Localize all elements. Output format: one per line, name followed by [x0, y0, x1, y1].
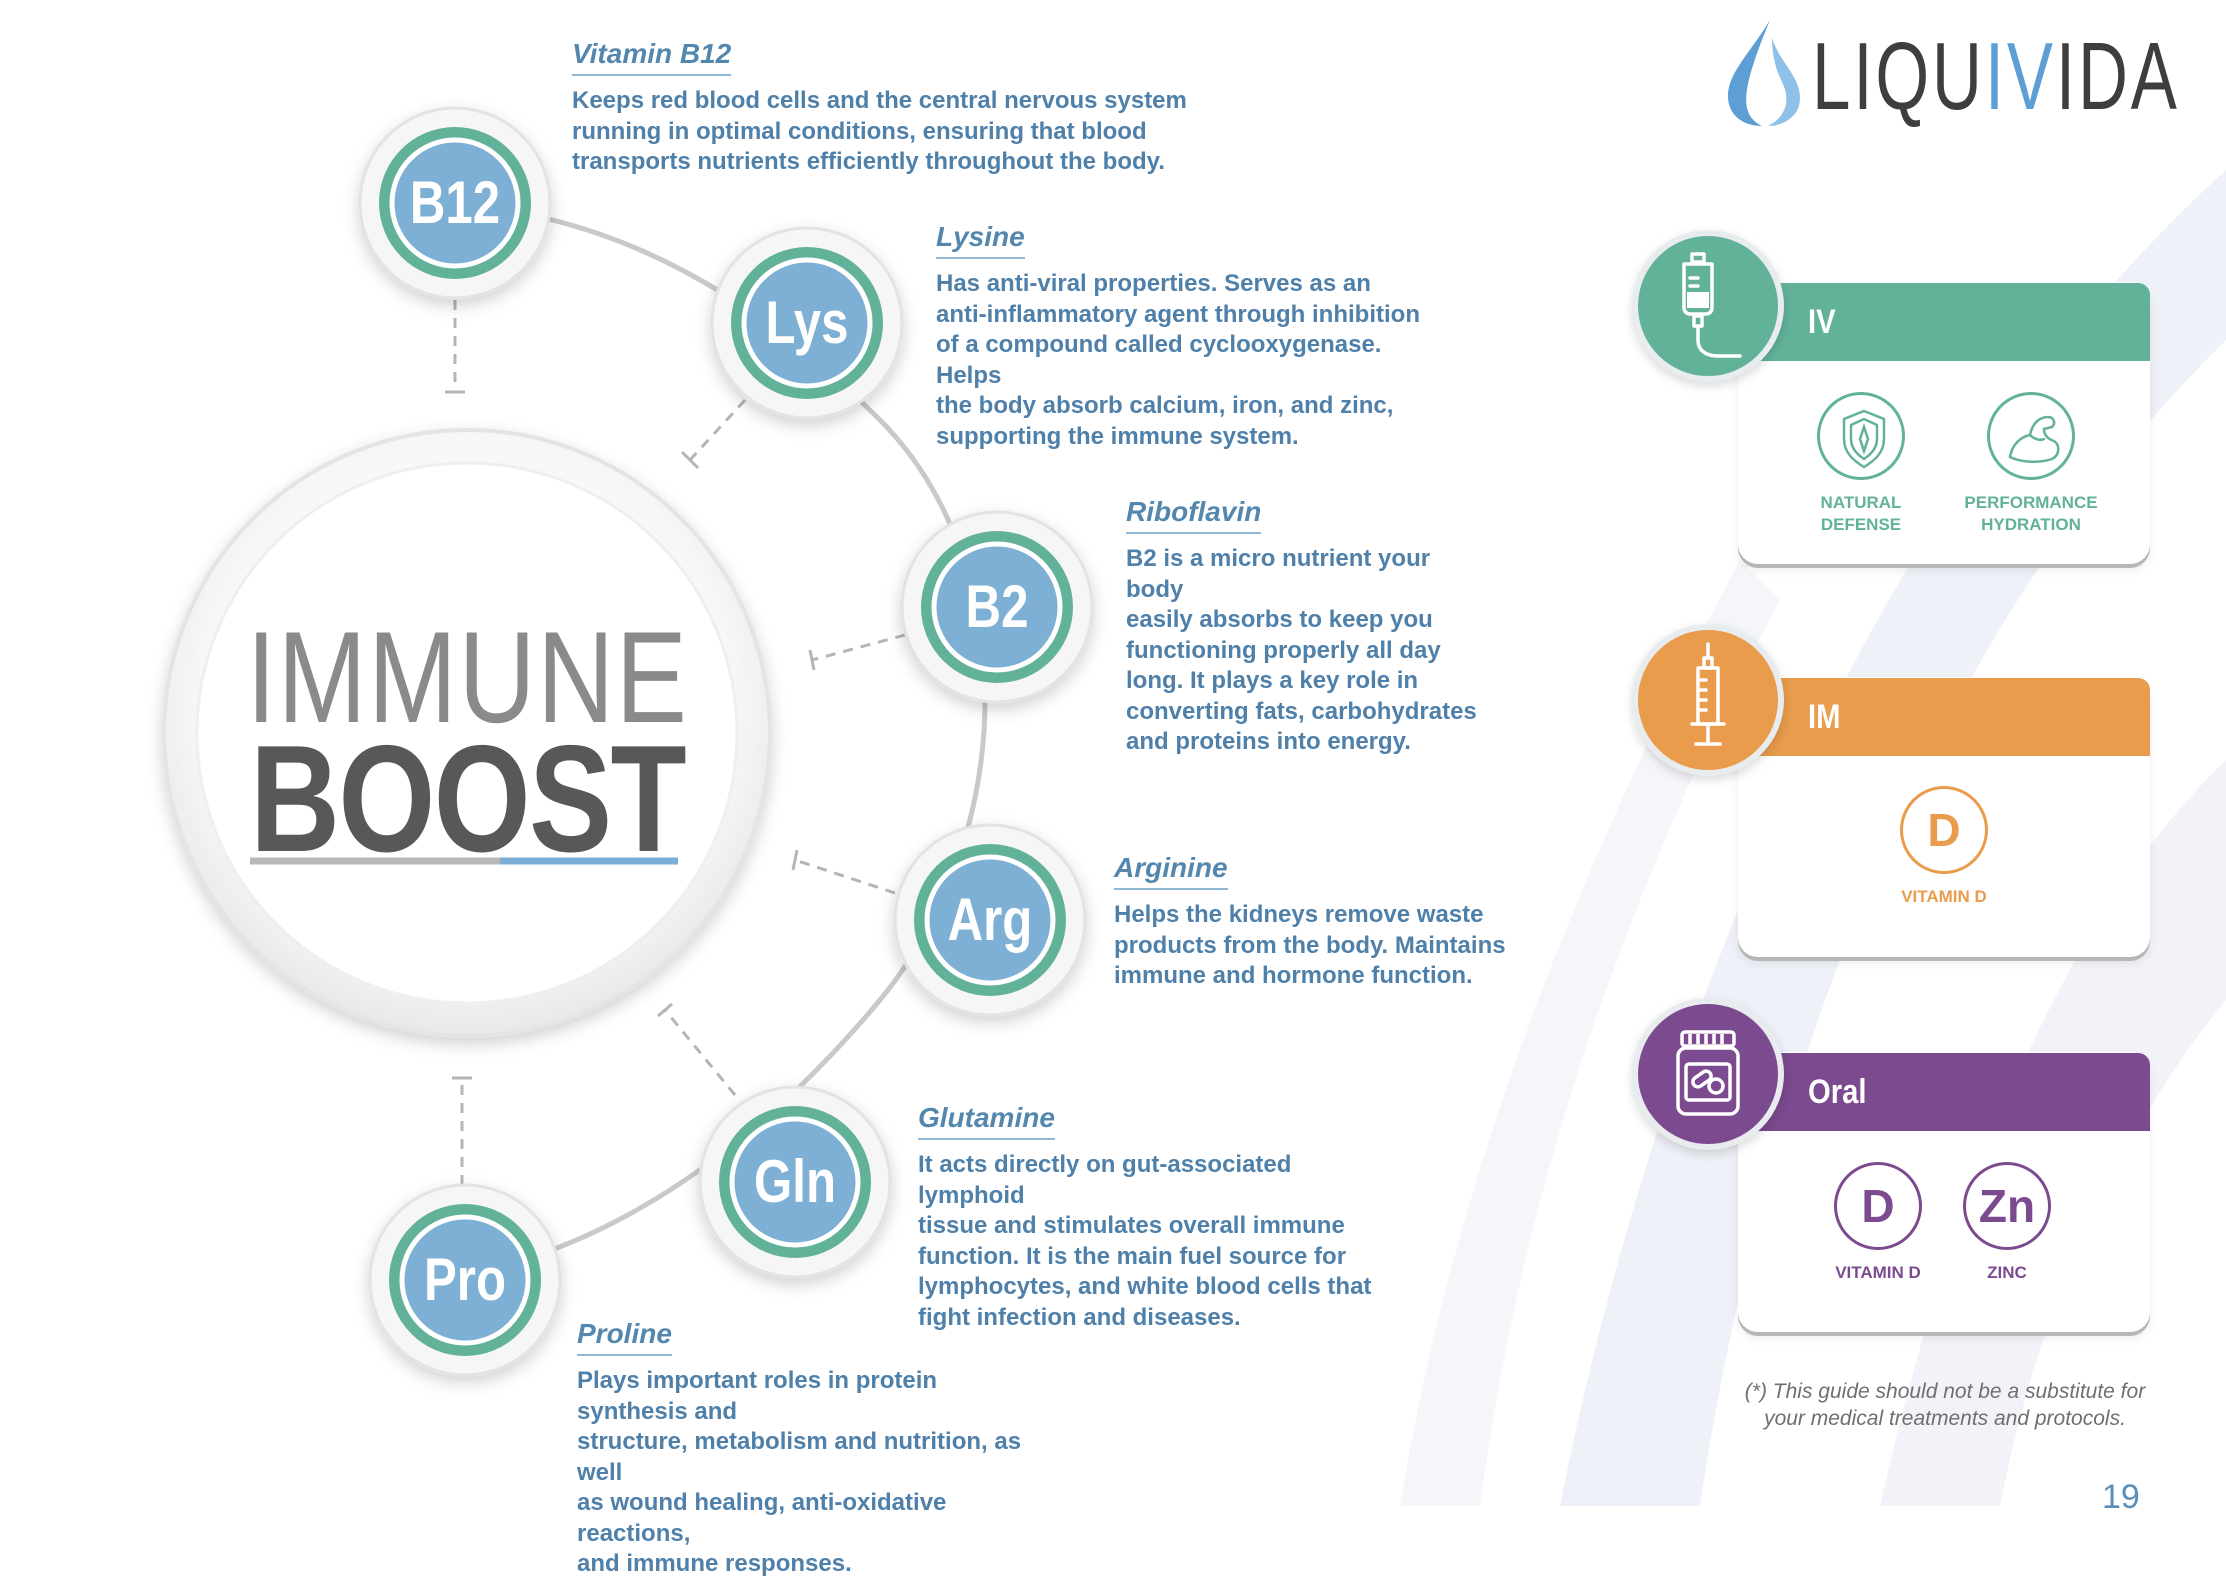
desc-line: tissue and stimulates overall immune	[918, 1212, 1345, 1239]
nutrient-name: Arginine	[1114, 852, 1228, 890]
benefit-caption: VITAMIN D	[1869, 886, 2019, 908]
nutrient-nodes	[358, 106, 1094, 1377]
node-label-b12: B12	[409, 169, 501, 236]
benefit-caption: VITAMIN D	[1803, 1262, 1953, 1284]
nutrient-node-b12	[358, 106, 552, 300]
disclaimer-line: your medical treatments and protocols.	[1764, 1407, 2126, 1430]
desc-line: Keeps red blood cells and the central ne…	[572, 87, 1187, 114]
flexed-arm-icon	[1987, 392, 2075, 480]
nutrient-desc-pro: Proline Plays important roles in protein…	[577, 1318, 1037, 1580]
hub-title-immune: IMMUNE	[246, 604, 689, 750]
node-label-gln: Gln	[754, 1148, 836, 1215]
node-label-arg: Arg	[947, 886, 1033, 953]
syringe-icon	[1632, 624, 1784, 776]
immune-boost-diagram	[162, 106, 1094, 1377]
nutrient-name: Proline	[577, 1318, 672, 1356]
desc-line: B2 is a micro nutrient your body	[1126, 545, 1431, 603]
page-number: 19	[2102, 1478, 2140, 1516]
desc-line: It acts directly on gut-associated lymph…	[918, 1151, 1292, 1209]
drop-icon	[1728, 20, 1800, 126]
node-label-lys: Lys	[765, 289, 849, 356]
nutrient-name: Glutamine	[918, 1102, 1055, 1140]
vitamin-d-symbol: D	[1834, 1162, 1922, 1250]
desc-line: Has anti-viral properties. Serves as an	[936, 270, 1371, 297]
vitamin-d-symbol: D	[1900, 786, 1988, 874]
natural-defense-benefit: NATURAL DEFENSE	[1786, 392, 1936, 536]
benefit-caption: PERFORMANCE HYDRATION	[1956, 492, 2106, 536]
desc-line: anti-inflammatory agent through inhibiti…	[936, 300, 1420, 328]
node-label-b2: B2	[965, 573, 1029, 640]
disclaimer: (*) This guide should not be a substitut…	[1700, 1378, 2190, 1432]
desc-line: running in optimal conditions, ensuring …	[572, 117, 1147, 145]
brand-suffix: IDA	[2055, 23, 2180, 130]
desc-line: long. It plays a key role in	[1126, 667, 1419, 694]
benefit-caption: ZINC	[1932, 1262, 2082, 1284]
desc-line: Helps the kidneys remove waste	[1114, 901, 1484, 928]
desc-line: transports nutrients efficiently through…	[572, 148, 1165, 175]
vitamin-d-im-benefit: D VITAMIN D	[1869, 786, 2019, 908]
nutrient-desc-b2: Riboflavin B2 is a micro nutrient your b…	[1126, 496, 1486, 758]
hub-title-boost: BOOST	[250, 714, 687, 884]
oral-recommendations-header: Oral Recommendations*	[1744, 1053, 2150, 1189]
desc-line: easily absorbs to keep you	[1126, 606, 1433, 633]
desc-line: supporting the immune system.	[936, 422, 1299, 450]
nutrient-desc-lys: Lysine Has anti-viral properties. Serves…	[936, 221, 1436, 452]
desc-line: lymphocytes, and white blood cells that	[918, 1273, 1372, 1300]
node-label-pro: Pro	[423, 1246, 507, 1313]
disclaimer-line: (*) This guide should not be a substitut…	[1744, 1380, 2146, 1403]
desc-line: the body absorb calcium, iron, and zinc,	[936, 392, 1394, 419]
nutrient-desc-arg: Arginine Helps the kidneys remove waste …	[1114, 852, 1514, 992]
dashed-spokes	[453, 300, 906, 1185]
desc-line: products from the body. Maintains	[1114, 931, 1506, 959]
im-recommendations-header: IM Recommendations*	[1744, 678, 2150, 814]
nutrient-name: Riboflavin	[1126, 496, 1262, 534]
nutrient-node-b2	[900, 510, 1094, 704]
nutrient-desc-gln: Glutamine It acts directly on gut-associ…	[918, 1102, 1378, 1333]
desc-line: structure, metabolism and nutrition, as …	[577, 1428, 1022, 1486]
desc-line: of a compound called cyclooxygenase. Hel…	[936, 331, 1382, 389]
caption-line: HYDRATION	[1981, 515, 2081, 534]
nutrient-name: Lysine	[936, 221, 1025, 259]
nutrient-node-pro	[368, 1183, 562, 1377]
shield-icon	[1817, 392, 1905, 480]
performance-hydration-benefit: PERFORMANCE HYDRATION	[1956, 392, 2106, 536]
iv-recommendations-header: IV Recommendations*	[1744, 283, 2150, 419]
iv-bag-icon	[1632, 230, 1784, 382]
desc-line: functioning properly all day	[1126, 636, 1441, 664]
symbol-text: D	[1927, 804, 1961, 856]
symbol-text: Zn	[1978, 1180, 2036, 1232]
caption-line: VITAMIN D	[1835, 1263, 1921, 1282]
brand-wordmark: LIQUIVIDA	[1812, 22, 2180, 132]
desc-line: function. It is the main fuel source for	[918, 1242, 1347, 1270]
desc-line: fight infection and diseases.	[918, 1303, 1241, 1331]
hub-circle	[162, 428, 772, 1038]
caption-line: VITAMIN D	[1901, 887, 1987, 906]
desc-line: and immune responses.	[577, 1550, 852, 1577]
pill-bottle-icon	[1632, 998, 1784, 1150]
nutrient-name: Vitamin B12	[572, 38, 732, 76]
zinc-oral-benefit: Zn ZINC	[1932, 1162, 2082, 1284]
zinc-symbol: Zn	[1963, 1162, 2051, 1250]
spoke-end-caps	[445, 390, 816, 1080]
brand-highlight: IV	[1984, 23, 2056, 130]
vitamin-d-oral-benefit: D VITAMIN D	[1803, 1162, 1953, 1284]
desc-line: immune and hormone function.	[1114, 962, 1473, 989]
benefit-caption: NATURAL DEFENSE	[1786, 492, 1936, 536]
symbol-text: D	[1861, 1180, 1895, 1232]
nutrient-node-gln	[698, 1085, 892, 1279]
desc-line: and proteins into energy.	[1126, 728, 1411, 755]
caption-line: ZINC	[1987, 1263, 2027, 1282]
nutrient-node-lys	[710, 226, 904, 420]
desc-line: Plays important roles in protein synthes…	[577, 1367, 938, 1425]
caption-line: PERFORMANCE	[1964, 493, 2098, 512]
desc-line: converting fats, carbohydrates	[1126, 697, 1477, 725]
nutrient-node-arg	[893, 823, 1087, 1017]
brand-prefix: LIQU	[1812, 23, 1985, 130]
caption-line: NATURAL DEFENSE	[1820, 493, 1902, 534]
desc-line: as wound healing, anti-oxidative reactio…	[577, 1489, 947, 1547]
nutrient-desc-b12: Vitamin B12 Keeps red blood cells and th…	[572, 38, 1192, 178]
